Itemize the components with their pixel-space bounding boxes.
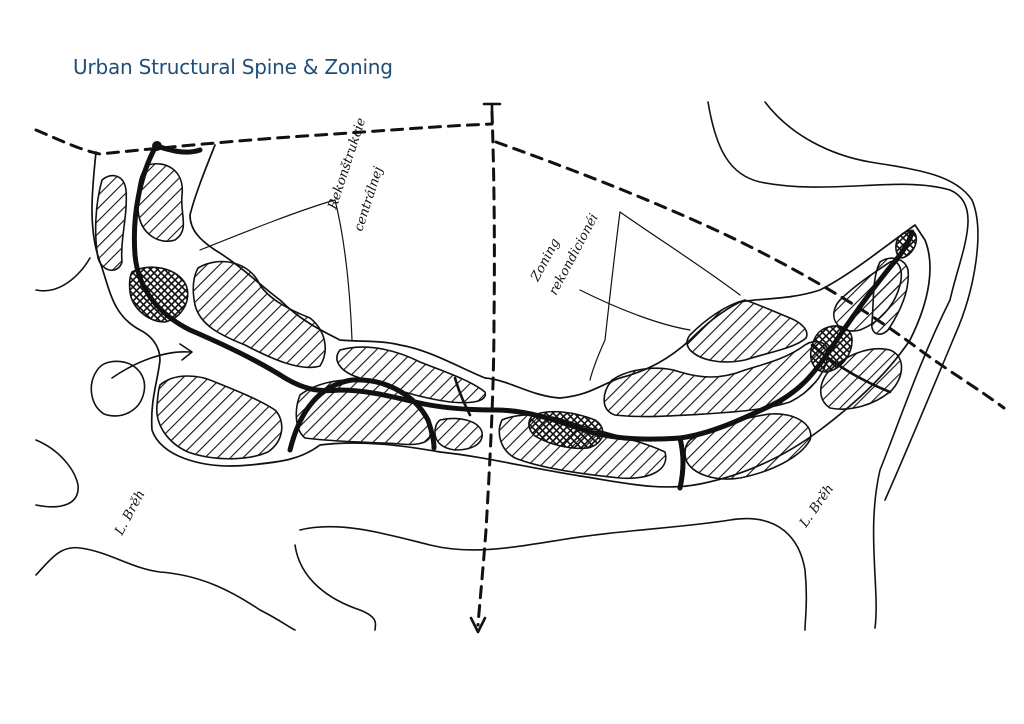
spine-main [131, 143, 915, 442]
zone-east-upper [686, 299, 808, 363]
contour-top-right-outer [707, 101, 969, 629]
contour-left-upper [35, 257, 91, 292]
zone-west-knot [128, 266, 189, 323]
leader-middle-2 [579, 289, 691, 331]
contour-bottom-inner [294, 544, 377, 631]
contour-left-lower [35, 546, 296, 631]
note-lower-left: L. Brěh [112, 488, 149, 539]
note-lower-right: L. Brěh [796, 482, 837, 531]
zone-northwest-block [192, 260, 326, 369]
secondary-lines [453, 343, 892, 417]
zone-west-strip [94, 174, 128, 271]
page-title: Urban Structural Spine & Zoning [73, 55, 393, 79]
corridor-boundary [91, 144, 931, 488]
island [90, 360, 146, 417]
note-top-left-line2: centrálnej [352, 165, 387, 233]
structural-spine [131, 141, 915, 491]
zone-east-south [684, 413, 812, 480]
spine-east-link [677, 435, 686, 491]
island-arrowhead [179, 343, 193, 361]
zone-southwest-block [156, 375, 283, 460]
annotation-leaders [199, 199, 741, 381]
axis-north-south [476, 110, 496, 627]
axis-endcaps [469, 102, 502, 634]
spine-west-branch [153, 143, 203, 155]
zone-central-small [434, 417, 483, 451]
axis-northeast [494, 140, 1006, 410]
contour-top-right-inner [764, 101, 979, 501]
contour-bottom [299, 517, 808, 631]
zone-central-knot [528, 410, 604, 450]
island-arrow [111, 351, 191, 379]
contour-left-mid [35, 439, 79, 508]
leader-top-left [199, 199, 353, 341]
spine-arc-central [287, 377, 437, 453]
dashed-axes [34, 110, 1006, 627]
terrain-contours [35, 101, 979, 631]
hatched-zones [94, 163, 918, 480]
axis-northwest [34, 122, 494, 156]
leader-middle-3 [619, 211, 741, 296]
leader-middle [589, 211, 621, 381]
